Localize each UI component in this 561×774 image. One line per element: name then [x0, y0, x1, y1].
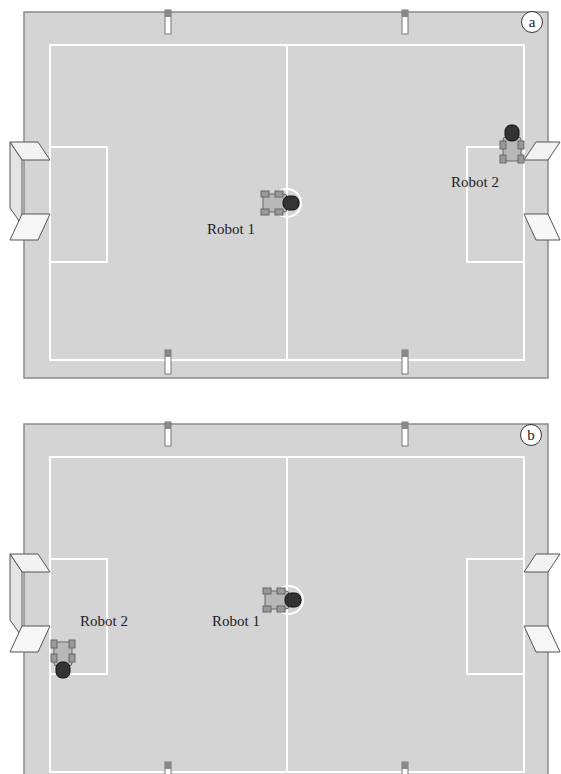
panel-letter-circle: a [521, 11, 543, 33]
robot-label: Robot 2 [450, 175, 500, 190]
robot-label: Robot 1 [206, 222, 256, 237]
robot-label: Robot 1 [211, 614, 261, 629]
panel-letter: b [527, 428, 535, 443]
panel-letter-circle: b [520, 424, 542, 446]
panel-letter: a [529, 15, 536, 30]
robot-label: Robot 2 [79, 614, 129, 629]
